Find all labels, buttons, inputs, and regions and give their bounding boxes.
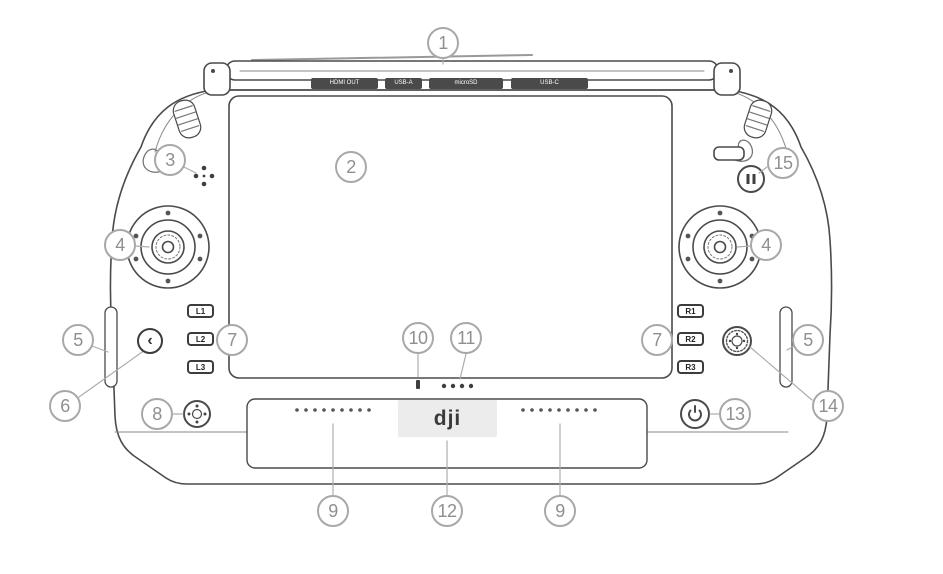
- function-button: [183, 400, 211, 428]
- callout-10-status-led: 10: [402, 322, 434, 354]
- pause-dial: [737, 165, 765, 193]
- five-d-button: [722, 326, 752, 356]
- callout-11-battery-leds: 11: [450, 322, 482, 354]
- side-rail-right: [779, 306, 793, 388]
- back-icon: ‹: [147, 332, 153, 349]
- port-microsd: microSD: [429, 78, 503, 89]
- callout-4-stick-right: 4: [750, 229, 782, 261]
- antenna-knob-right: [743, 99, 773, 139]
- dji-logo: dji: [433, 406, 462, 430]
- callout-15-pause-dial: 15: [767, 147, 799, 179]
- callout-3-dot-cluster: 3: [154, 144, 186, 176]
- callout-13-power-button: 13: [719, 398, 751, 430]
- latch: [713, 146, 745, 161]
- power-button: [680, 399, 710, 429]
- side-rail-left: [104, 306, 118, 388]
- back-button: ‹: [137, 328, 163, 354]
- callout-7-r-buttons: 7: [641, 324, 673, 356]
- antenna-knob-left: [172, 99, 202, 139]
- callout-5-rail-right: 5: [792, 324, 824, 356]
- button-l1: L1: [187, 304, 214, 318]
- button-r3: R3: [677, 360, 704, 374]
- callout-8-function-button: 8: [141, 398, 173, 430]
- callout-2-screen: 2: [335, 151, 367, 183]
- callout-5-rail-left: 5: [62, 324, 94, 356]
- logo-plate: dji: [398, 400, 497, 437]
- antenna-handle-bar: [203, 54, 741, 96]
- port-usb-c: USB-C: [511, 78, 588, 89]
- callout-6-back-button: 6: [49, 390, 81, 422]
- dot-cluster-button: [193, 165, 215, 187]
- button-r1: R1: [677, 304, 704, 318]
- power-icon: [688, 405, 702, 422]
- port-usb-a: USB-A: [385, 78, 422, 89]
- button-l2: L2: [187, 332, 214, 346]
- callout-9-speaker-right: 9: [544, 495, 576, 527]
- button-l3: L3: [187, 360, 214, 374]
- speaker-right: [521, 408, 597, 412]
- speaker-left: [295, 408, 371, 412]
- callout-12-logo: 12: [431, 495, 463, 527]
- callout-7-l-buttons: 7: [216, 324, 248, 356]
- button-r2: R2: [677, 332, 704, 346]
- callout-4-stick-left: 4: [104, 229, 136, 261]
- callout-1-antenna-bar: 1: [427, 27, 459, 59]
- pause-icon: [746, 174, 756, 184]
- battery-leds: [441, 383, 474, 389]
- callout-9-speaker-left: 9: [317, 495, 349, 527]
- antenna-cable-right: [734, 139, 754, 162]
- callout-14-5d-button: 14: [812, 390, 844, 422]
- leader-lines: [78, 58, 813, 496]
- status-led: [416, 380, 420, 389]
- port-hdmi: HDMI OUT: [311, 78, 378, 89]
